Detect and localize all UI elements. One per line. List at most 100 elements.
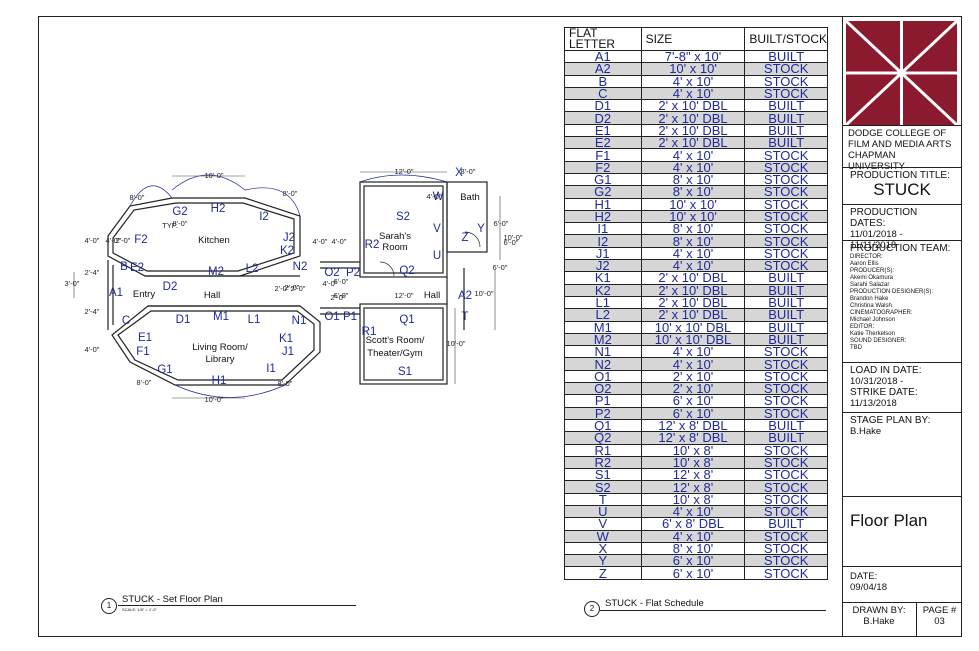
flat-letter-cell: Y bbox=[564, 554, 642, 568]
flat-label: F2 bbox=[134, 234, 147, 246]
flat-letter-cell: R2 bbox=[564, 456, 642, 470]
size-cell: 2' x 10' DBL bbox=[640, 284, 746, 297]
flat-label: B bbox=[120, 261, 128, 273]
flat-label: X bbox=[455, 167, 463, 179]
schedule-caption-rule bbox=[600, 610, 826, 611]
flat-letter-cell: F1 bbox=[564, 148, 642, 162]
load-in-label: LOAD IN DATE: bbox=[850, 365, 922, 376]
dimension-label: 2'-0" bbox=[275, 284, 290, 293]
dimension-label: 6'-0" bbox=[334, 291, 349, 300]
flat-label: S2 bbox=[396, 211, 410, 223]
dimension-label: 10'-0" bbox=[474, 289, 493, 298]
size-cell: 2' x 10' DBL bbox=[640, 124, 746, 138]
flat-letter-cell: M2 bbox=[564, 333, 642, 347]
col-header-built-stock: BUILT/STOCK bbox=[744, 27, 828, 51]
built-stock-cell: STOCK bbox=[744, 148, 828, 162]
dimension-label: TYP. bbox=[162, 221, 178, 230]
size-cell: 4' x 10' bbox=[640, 505, 746, 519]
team-line: PRODUCER(S): bbox=[850, 268, 895, 274]
room-label: Library bbox=[205, 354, 234, 365]
school-line-2: FILM AND MEDIA ARTS bbox=[848, 139, 952, 150]
dimension-label: 8'-0" bbox=[173, 219, 188, 228]
flat-label: H2 bbox=[211, 203, 226, 215]
flat-label: Z bbox=[461, 232, 468, 244]
dimension-label: 4'-0" bbox=[313, 237, 328, 246]
dimension-label: 8'-0" bbox=[283, 189, 298, 198]
scotts-room-walls bbox=[359, 303, 448, 385]
page-number: 03 bbox=[934, 616, 945, 627]
built-stock-cell: STOCK bbox=[744, 222, 828, 236]
built-stock-cell: BUILT bbox=[744, 99, 828, 113]
team-line: Akemi Okamura bbox=[850, 275, 894, 281]
drawn-by-value: B.Hake bbox=[863, 616, 895, 627]
size-cell: 6' x 10' bbox=[640, 554, 746, 568]
size-cell: 10' x 10' bbox=[640, 210, 746, 224]
built-stock-cell: STOCK bbox=[744, 173, 828, 187]
flat-letter-cell: A1 bbox=[564, 50, 642, 64]
team-line: Sarahi Salazar bbox=[850, 282, 890, 288]
flat-letter-cell: D2 bbox=[564, 111, 642, 125]
room-label: Kitchen bbox=[198, 235, 230, 246]
team-line: Christina Walsh bbox=[850, 303, 892, 309]
room-label: Scott's Room/ bbox=[366, 335, 425, 346]
flat-label: V bbox=[433, 223, 441, 235]
sheet-border bbox=[38, 16, 962, 637]
built-stock-cell: STOCK bbox=[744, 480, 828, 494]
dimension-label: 8'-0" bbox=[278, 379, 293, 388]
built-stock-cell: BUILT bbox=[744, 284, 828, 297]
dimension-label: 4'-0" bbox=[106, 236, 121, 245]
flat-label: K1 bbox=[279, 333, 293, 345]
dimension-label: 8'-0" bbox=[137, 378, 152, 387]
built-stock-cell: STOCK bbox=[744, 542, 828, 556]
stage-plan-label: STAGE PLAN BY: bbox=[850, 415, 931, 426]
flat-label: D1 bbox=[176, 314, 191, 326]
flat-label: G1 bbox=[157, 364, 172, 376]
date-label: DATE: bbox=[850, 571, 878, 582]
team-line: SOUND DESIGNER: bbox=[850, 338, 907, 344]
size-cell: 6' x 8' DBL bbox=[640, 517, 746, 531]
production-dates-label: PRODUCTION DATES: bbox=[850, 207, 918, 229]
built-stock-cell: BUILT bbox=[744, 111, 828, 125]
dimension-label: 6'-0" bbox=[504, 238, 519, 247]
date-block: DATE: 09/04/18 bbox=[842, 566, 962, 602]
flat-letter-cell: O2 bbox=[564, 382, 642, 396]
dimension-label: 4'-0" bbox=[85, 345, 100, 354]
page-block: PAGE # 03 bbox=[917, 602, 962, 637]
dimension-label: 4'-0" bbox=[427, 192, 442, 201]
dimension-label: 2'-4" bbox=[85, 268, 100, 277]
dimension-label: 4'-0" bbox=[85, 236, 100, 245]
dimension-label: 10'-0" bbox=[204, 395, 223, 404]
built-stock-cell: STOCK bbox=[744, 161, 828, 174]
dimension-label: 2'-0" bbox=[285, 283, 300, 292]
team-line: TBD bbox=[850, 345, 862, 351]
title-block bbox=[842, 16, 962, 637]
size-cell: 10' x 8' bbox=[640, 443, 746, 457]
built-stock-cell: STOCK bbox=[744, 87, 828, 101]
team-line: Brandon Hake bbox=[850, 296, 889, 302]
schedule-caption-title: STUCK - Flat Schedule bbox=[605, 598, 704, 609]
plan-caption-title: STUCK - Set Floor Plan bbox=[122, 594, 223, 605]
built-stock-cell: STOCK bbox=[744, 210, 828, 224]
sheet-title: Floor Plan bbox=[850, 511, 928, 530]
room-label: Sarah's bbox=[379, 231, 411, 242]
team-line: Katie Therkelson bbox=[850, 331, 895, 337]
dimension-label: 4'-0" bbox=[332, 237, 347, 246]
school-line-3: CHAPMAN UNIVERSITY bbox=[848, 150, 906, 172]
size-cell: 4' x 10' bbox=[640, 345, 746, 359]
load-in-date: 10/31/2018 - bbox=[850, 376, 904, 387]
flat-label: F1 bbox=[136, 346, 149, 358]
size-cell: 8' x 10' bbox=[640, 542, 746, 556]
size-cell: 7'-8" x 10' bbox=[640, 50, 746, 64]
